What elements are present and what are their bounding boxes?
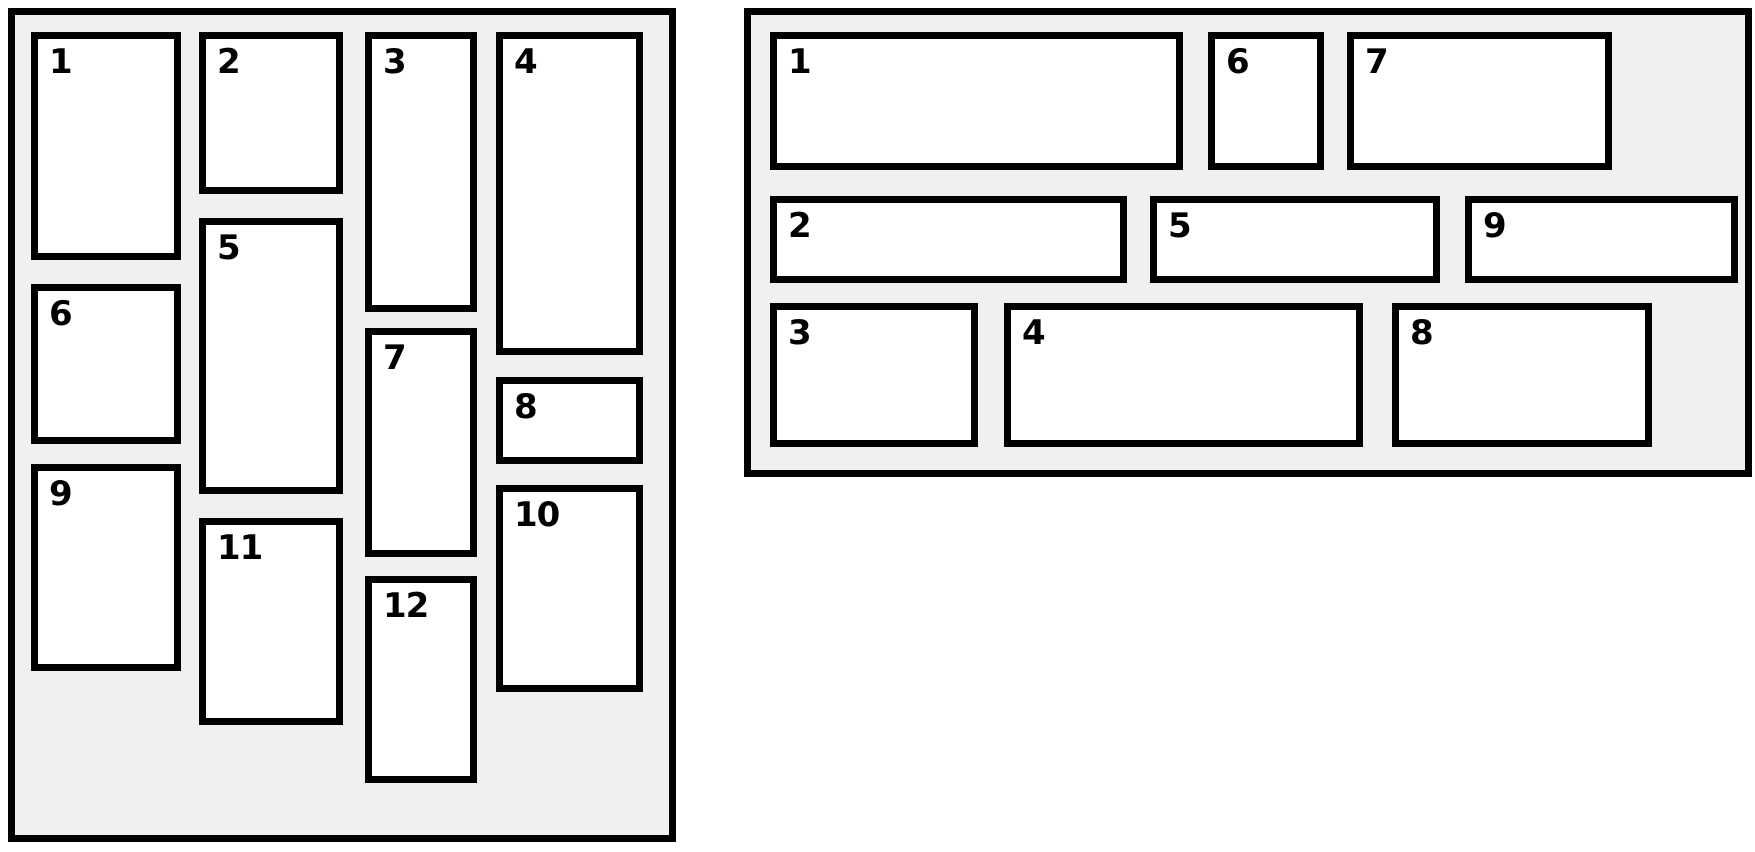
vertical-masonry-box-11: 11 [199,518,343,725]
horizontal-masonry-box-7: 7 [1347,32,1612,170]
horizontal-masonry-box-9: 9 [1465,196,1738,283]
masonry-box-label: 12 [383,586,429,626]
masonry-box-label: 4 [514,42,538,82]
horizontal-masonry-box-4: 4 [1004,303,1363,447]
vertical-masonry-box-9: 9 [31,464,181,671]
masonry-box-label: 2 [217,42,241,82]
masonry-box-label: 1 [788,42,812,82]
horizontal-masonry-box-5: 5 [1150,196,1440,283]
vertical-masonry-box-6: 6 [31,284,181,444]
horizontal-masonry-box-3: 3 [770,303,978,447]
masonry-box-label: 1 [49,42,73,82]
vertical-masonry-box-8: 8 [496,377,643,464]
vertical-masonry-box-12: 12 [365,576,477,783]
vertical-masonry-box-7: 7 [365,328,477,557]
masonry-box-label: 7 [383,338,407,378]
masonry-box-label: 8 [1410,313,1434,353]
horizontal-masonry-box-2: 2 [770,196,1127,283]
masonry-box-label: 3 [788,313,812,353]
horizontal-masonry-box-6: 6 [1208,32,1324,170]
horizontal-masonry-box-1: 1 [770,32,1183,170]
masonry-box-label: 6 [49,294,73,334]
masonry-box-label: 3 [383,42,407,82]
masonry-box-label: 2 [788,206,812,246]
vertical-masonry-box-4: 4 [496,32,643,355]
horizontal-masonry-box-8: 8 [1392,303,1652,447]
masonry-box-label: 4 [1022,313,1046,353]
masonry-box-label: 11 [217,528,263,568]
masonry-box-label: 9 [1483,206,1507,246]
masonry-box-label: 5 [217,228,241,268]
vertical-masonry-box-10: 10 [496,485,643,692]
masonry-box-label: 5 [1168,206,1192,246]
vertical-masonry-box-3: 3 [365,32,477,312]
masonry-box-label: 8 [514,387,538,427]
masonry-box-label: 7 [1365,42,1389,82]
vertical-masonry-box-2: 2 [199,32,343,194]
masonry-box-label: 9 [49,474,73,514]
masonry-box-label: 10 [514,495,560,535]
masonry-box-label: 6 [1226,42,1250,82]
vertical-masonry-box-5: 5 [199,218,343,494]
vertical-masonry-box-1: 1 [31,32,181,260]
